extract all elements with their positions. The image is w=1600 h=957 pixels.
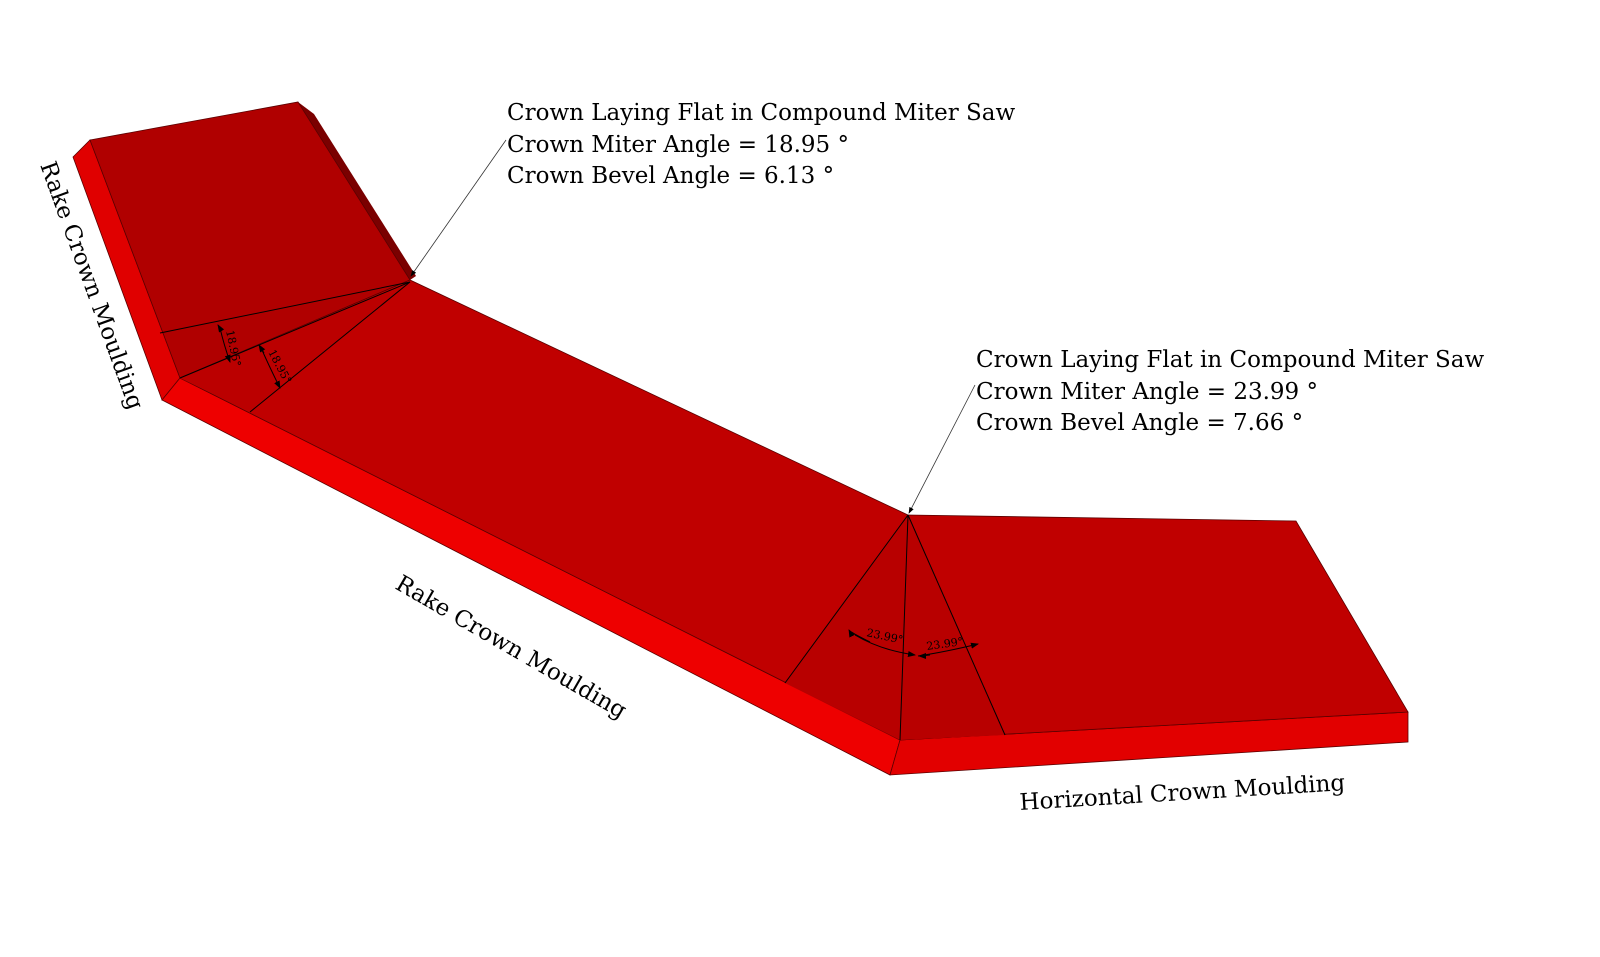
callout-1-line-1: Crown Laying Flat in Compound Miter Saw: [507, 100, 1016, 126]
leader-line-1: [410, 139, 507, 277]
left-back-edge: [298, 102, 416, 280]
angle-dimensions: [217, 324, 979, 659]
middle-rake-moulding: [161, 279, 909, 776]
callout-1: Crown Laying Flat in Compound Miter Saw …: [507, 100, 1016, 189]
callout-2: Crown Laying Flat in Compound Miter Saw …: [976, 347, 1485, 436]
left-miter-wedge: [180, 282, 410, 412]
callout-2-line-2: Crown Miter Angle = 23.99 °: [976, 379, 1318, 405]
leader-line-2: [908, 384, 976, 514]
horizontal-moulding: [785, 514, 1409, 776]
callout-2-line-1: Crown Laying Flat in Compound Miter Saw: [976, 347, 1485, 373]
right-miter-wedge: [785, 515, 1005, 740]
label-horizontal: Horizontal Crown Moulding: [1019, 770, 1346, 816]
angle-label-right-b: 23.99°: [926, 635, 964, 653]
miter-lines: [159, 281, 1006, 741]
callout-1-line-2: Crown Miter Angle = 18.95 °: [507, 132, 849, 158]
callout-2-line-3: Crown Bevel Angle = 7.66 °: [976, 410, 1303, 436]
callout-1-line-3: Crown Bevel Angle = 6.13 °: [507, 163, 834, 189]
